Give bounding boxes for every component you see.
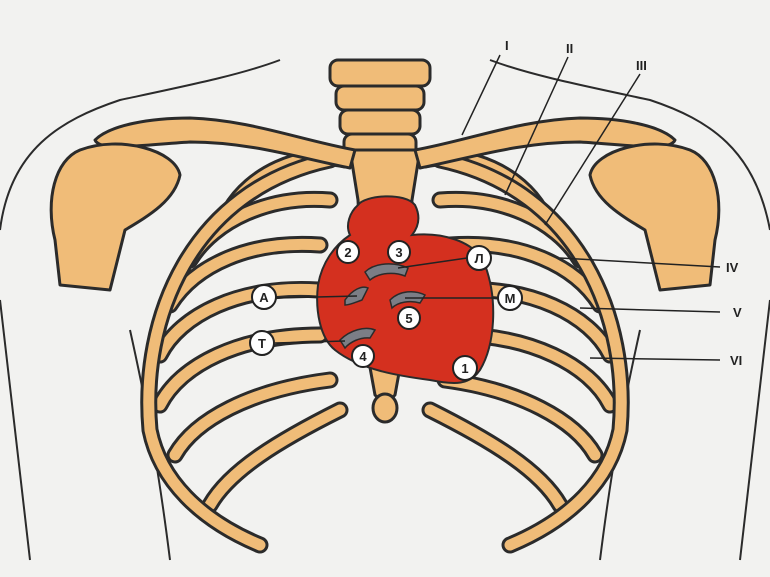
valve-point-markers: 2 3 Л А М 5 Т 4 1 [249, 240, 523, 381]
rib-label-iii: III [636, 58, 647, 73]
valve-mitral [389, 290, 427, 310]
marker-2-label: 2 [344, 245, 351, 260]
marker-1-label: 1 [461, 361, 468, 376]
xiphoid-process [371, 392, 399, 424]
marker-1 [452, 355, 478, 381]
heart-valves [339, 263, 427, 350]
body-silhouette [0, 59, 770, 561]
shoulder-right [588, 142, 721, 292]
marker-l-label: Л [474, 251, 483, 266]
marker-m [497, 285, 523, 311]
marker-m-label: М [505, 291, 516, 306]
valve-pulmonary [364, 263, 409, 282]
marker-3-label: 3 [395, 245, 402, 260]
marker-a [251, 284, 277, 310]
rib-label-i: I [505, 38, 509, 53]
marker-t [249, 330, 275, 356]
vertebra [338, 108, 422, 136]
marker-4 [351, 344, 375, 368]
vertebra [334, 84, 426, 112]
valve-tricuspid [339, 327, 377, 350]
vertebra [328, 58, 432, 88]
rib-label-v: V [733, 305, 742, 320]
shoulder-left [49, 142, 182, 292]
ribs-left [140, 149, 354, 554]
spine [328, 58, 432, 158]
marker-5-label: 5 [405, 311, 412, 326]
clavicle-right [413, 116, 677, 170]
marker-4-label: 4 [359, 349, 367, 364]
rib-labels: I II III IV V VI [505, 38, 742, 368]
rib-label-ii: II [566, 41, 573, 56]
leader-lines [274, 54, 721, 361]
marker-5 [397, 306, 421, 330]
marker-3 [387, 240, 411, 264]
marker-t-label: Т [258, 336, 266, 351]
clavicle-left [93, 116, 357, 170]
marker-a-label: А [259, 290, 269, 305]
rib-label-iv: IV [726, 260, 739, 275]
marker-2 [336, 240, 360, 264]
rib-label-vi: VI [730, 353, 742, 368]
marker-l [466, 245, 492, 271]
